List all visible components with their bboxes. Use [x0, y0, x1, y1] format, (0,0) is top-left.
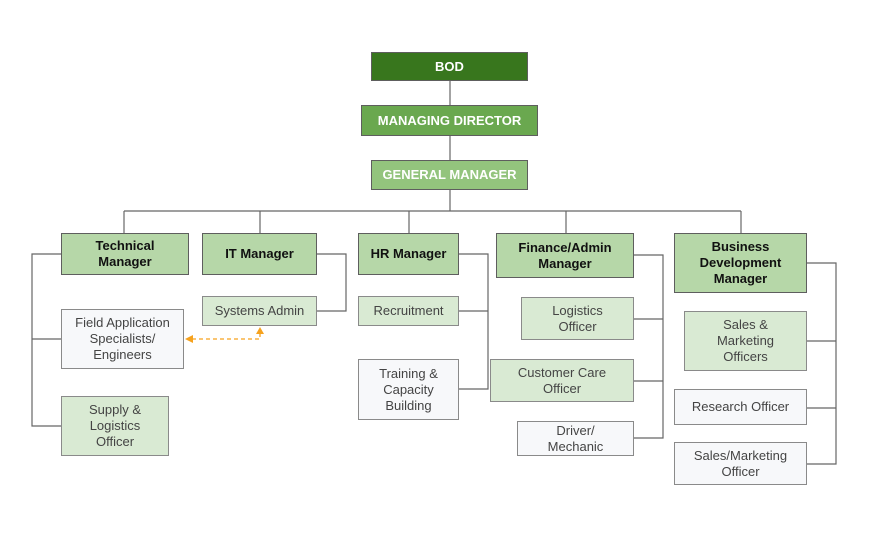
- node-sales-marketing-officers: Sales & Marketing Officers: [684, 311, 807, 371]
- node-label: Business Development Manager: [699, 239, 782, 286]
- node-supply-logistics-officer: Supply & Logistics Officer: [61, 396, 169, 456]
- arrowhead-left: [185, 335, 193, 343]
- node-systems-admin: Systems Admin: [202, 296, 317, 326]
- node-label: Sales/Marketing Officer: [693, 447, 788, 479]
- node-recruitment: Recruitment: [358, 296, 459, 326]
- node-label: Technical Manager: [95, 238, 155, 269]
- node-label: MANAGING DIRECTOR: [377, 112, 522, 128]
- node-label: HR Manager: [370, 246, 447, 261]
- node-label: Field Application Specialists/ Engineers: [75, 315, 170, 362]
- node-field-application-specialists: Field Application Specialists/ Engineers: [61, 309, 184, 369]
- node-label: Training & Capacity Building: [379, 365, 438, 413]
- node-label: Recruitment: [373, 303, 444, 318]
- dotted-link-sysadmin-fas: [185, 327, 264, 343]
- connector-hr-rail: [459, 253, 489, 390]
- node-training-capacity-building: Training & Capacity Building: [358, 359, 459, 420]
- connector-bd-rail: [807, 262, 837, 465]
- connector-it-rail: [317, 253, 347, 312]
- node-label: Systems Admin: [214, 303, 305, 318]
- node-driver-mechanic: Driver/ Mechanic: [517, 421, 634, 456]
- node-technical-manager: Technical Manager: [61, 233, 189, 275]
- connector-tech-rail: [31, 253, 61, 427]
- node-sales-marketing-officer: Sales/Marketing Officer: [674, 442, 807, 485]
- node-it-manager: IT Manager: [202, 233, 317, 275]
- node-label: Sales & Marketing Officers: [716, 317, 775, 364]
- node-label: Driver/ Mechanic: [547, 422, 604, 454]
- node-hr-manager: HR Manager: [358, 233, 459, 275]
- node-customer-care-officer: Customer Care Officer: [490, 359, 634, 402]
- node-label: Research Officer: [691, 399, 790, 414]
- node-general-manager: GENERAL MANAGER: [371, 160, 528, 190]
- node-managing-director: MANAGING DIRECTOR: [361, 105, 538, 136]
- node-bod: BOD: [371, 52, 528, 81]
- node-finance-admin-manager: Finance/Admin Manager: [496, 233, 634, 278]
- node-label: Finance/Admin Manager: [518, 239, 612, 271]
- node-logistics-officer: Logistics Officer: [521, 297, 634, 340]
- node-label: Logistics Officer: [552, 302, 603, 334]
- connector-fin-rail: [634, 254, 664, 439]
- node-label: Supply & Logistics Officer: [88, 402, 142, 449]
- arrowhead-up: [256, 327, 264, 334]
- node-label: GENERAL MANAGER: [382, 167, 517, 182]
- node-label: BOD: [435, 58, 464, 74]
- node-label: Customer Care Officer: [517, 364, 607, 396]
- node-label: IT Manager: [225, 246, 294, 261]
- node-research-officer: Research Officer: [674, 389, 807, 425]
- node-business-development-manager: Business Development Manager: [674, 233, 807, 293]
